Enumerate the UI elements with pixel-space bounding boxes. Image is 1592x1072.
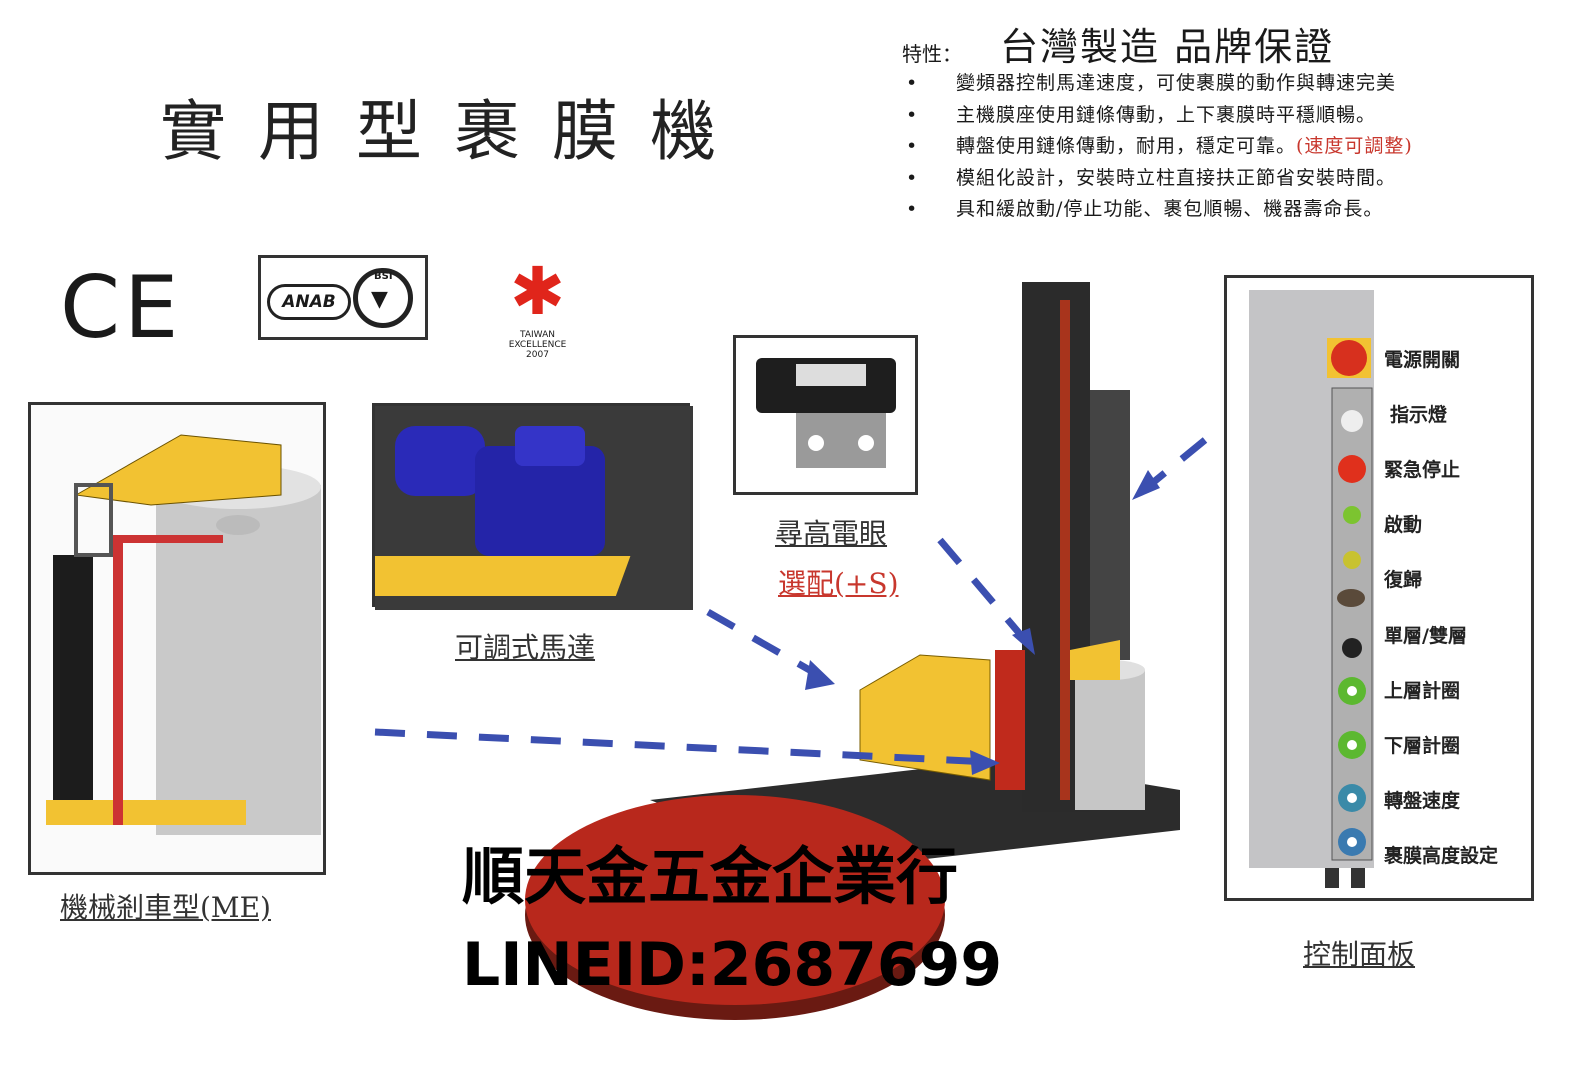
feature-item: •模組化設計，安裝時立柱直接扶正節省安裝時間。 (906, 166, 1397, 189)
feature-item: •具和緩啟動/停止功能、裹包順暢、機器壽命長。 (906, 198, 1384, 220)
spring (74, 483, 113, 557)
film-roll (156, 485, 321, 835)
bsi-mark: BSI ▼ (353, 268, 413, 328)
panel-label: 啟動 (1384, 514, 1423, 536)
panel-label: 轉盤速度 (1384, 790, 1461, 812)
motor-housing (859, 654, 991, 781)
feature-item: •變頻器控制馬達速度，可使裹膜的動作與轉速完美 (906, 72, 1397, 94)
control-panel-box (1224, 275, 1534, 901)
features-label: 特性： (902, 42, 962, 66)
brake-image-box (28, 402, 326, 875)
ce-logo: CE (60, 258, 183, 358)
arrowhead-icon (805, 660, 835, 690)
sensor-image-box (733, 335, 918, 495)
arrowhead-icon (970, 750, 1000, 775)
panel-label: 下層計圈 (1384, 735, 1461, 757)
control-panel-illustration (1249, 290, 1374, 888)
heart-icon: ▼ (371, 287, 388, 312)
photo-eye-illustration (756, 358, 896, 468)
panel-label: 單層/雙層 (1384, 625, 1467, 647)
arrow-sensor (937, 537, 1028, 643)
layer-selector (1342, 638, 1362, 658)
panel-label: 裹膜高度設定 (1384, 845, 1499, 867)
roller (53, 555, 93, 815)
power-switch (1331, 340, 1367, 376)
panel-label: 復歸 (1384, 569, 1423, 591)
arrow-panel (1147, 437, 1208, 488)
feature-item: •轉盤使用鏈條傳動，耐用，穩定可靠。(速度可調整) (906, 135, 1413, 157)
panel-label: 電源開關 (1384, 349, 1461, 371)
film-roll (1075, 670, 1145, 810)
callout-arrows (374, 437, 1208, 766)
motor-image-box (372, 403, 693, 610)
taiwan-excellence-logo: ✱ TAIWAN EXCELLENCE 2007 (490, 253, 585, 361)
motor-caption: 可調式馬達 (455, 631, 596, 664)
panel-caption: 控制面板 (1303, 938, 1416, 971)
turntable (525, 795, 945, 1005)
arrow-motor (706, 608, 822, 680)
brake-caption: 機械剎車型(ME) (60, 891, 271, 924)
motor-illustration (375, 406, 693, 610)
reset-button (1343, 551, 1361, 569)
anab-bsi-logo: ANAB BSI ▼ (258, 255, 428, 340)
sensor-caption: 尋高電眼 (775, 517, 888, 550)
page-title: 實用型裹膜機 (160, 93, 748, 170)
brake-arm (74, 434, 282, 506)
features-list: •變頻器控制馬達速度，可使裹膜的動作與轉速完美 •主機膜座使用鏈條傳動，上下裹膜… (898, 68, 1413, 226)
excellence-emblem-icon: ✱ (509, 253, 566, 330)
panel-label: 指示燈 (1390, 404, 1448, 426)
start-button (1343, 506, 1361, 524)
features-slogan: 台灣製造 品牌保證 (1000, 25, 1335, 69)
motor-body (395, 426, 485, 496)
arrowhead-icon (1012, 628, 1035, 655)
indicator-light (1341, 410, 1363, 432)
panel-label: 上層計圈 (1384, 680, 1461, 702)
emergency-stop (1338, 455, 1366, 483)
arrowhead-icon (1132, 470, 1160, 500)
sensor-option-caption: 選配(+S) (778, 567, 899, 600)
panel-label: 緊急停止 (1384, 459, 1461, 481)
brake-illustration (46, 434, 321, 835)
feature-note: (速度可調整) (1296, 135, 1413, 157)
anab-mark: ANAB (267, 284, 351, 320)
company-watermark: 順天金五金企業行 (462, 840, 959, 913)
feature-item: •主機膜座使用鏈條傳動，上下裹膜時平穩順暢。 (906, 103, 1377, 126)
line-id-watermark: LINEID:2687699 (462, 930, 1003, 1000)
